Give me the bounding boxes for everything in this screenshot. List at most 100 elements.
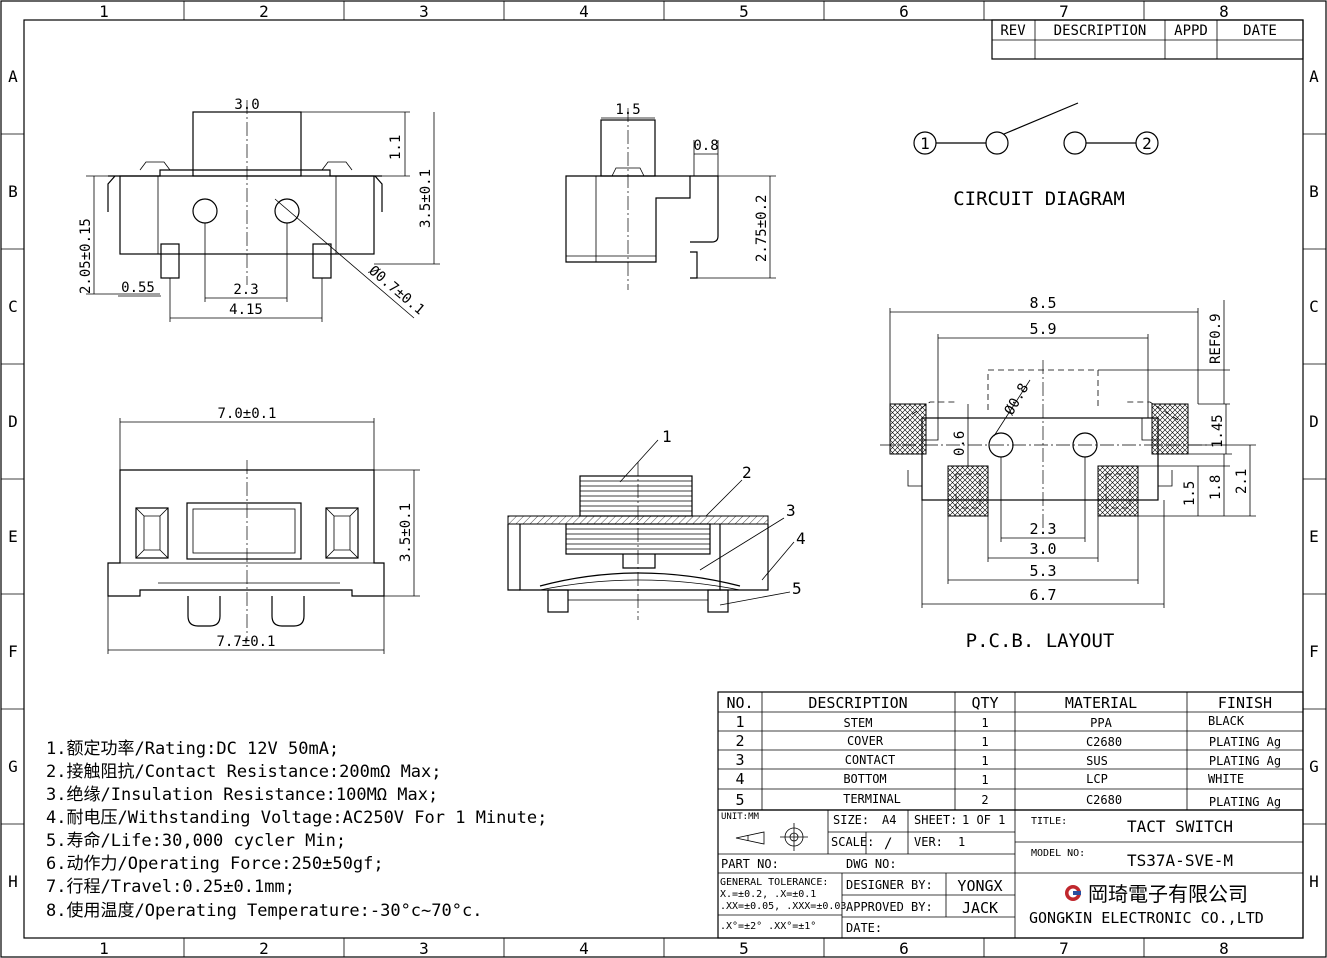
row-label: E [8,527,18,546]
bom-cell: BOTTOM [843,772,886,786]
dim-label: 3.5±0.1 [398,503,414,562]
row-label: H [8,872,18,891]
note-line: 5.寿命/Life:30,000 cycler Min; [46,831,346,851]
rev-header: APPD [1174,23,1208,39]
part-no-label: PART NO: [721,857,779,871]
designer-label: DESIGNER BY: [846,878,933,892]
dim-label: 2.05±0.15 [78,218,94,294]
side-view: 1.5 0.8 2.75±0.2 [565,102,776,290]
pcb-layout: 8.5 5.9 REF0.9 Ø0.8 0.6 1.45 1.5 1.8 2.1… [880,294,1256,652]
size-label: SIZE: [833,813,869,827]
col-label: 6 [899,2,909,21]
callout-label: 2 [742,463,752,482]
col-label: 5 [739,2,749,21]
row-label: A [1309,67,1319,86]
col-label: 7 [1059,939,1069,958]
dim-label: 5.3 [1029,562,1056,580]
col-label: 2 [259,2,269,21]
callout-label: 5 [792,579,802,598]
rev-header: DATE [1243,23,1277,39]
callout-label: 4 [796,529,806,548]
pin-circle [1135,131,1159,155]
sheet-value: 1 OF 1 [962,813,1005,827]
bom-table: NO. DESCRIPTION QTY MATERIAL FINISH 1 ST… [717,691,1304,811]
callout-label: 1 [662,427,672,446]
dim-label: 1.5 [615,102,640,118]
bom-cell: C2680 [1086,735,1122,749]
row-label: C [1309,297,1319,316]
title-value: TACT SWITCH [1127,817,1233,836]
bom-cell: 2 [981,793,988,807]
dim-label: 1.5 [1182,481,1198,506]
rev-header: DESCRIPTION [1054,23,1147,39]
col-label: 7 [1059,2,1069,21]
col-label: 1 [99,939,109,958]
note-line: 3.绝缘/Insulation Resistance:100MΩ Max; [46,785,438,805]
size-value: A4 [882,813,896,827]
sheet-label: SHEET: [914,813,957,827]
model-value: TS37A-SVE-M [1127,851,1233,870]
bom-cell: 5 [735,791,744,809]
bom-cell: TERMINAL [843,792,901,806]
company-logo-icon [1065,885,1081,901]
bom-header: MATERIAL [1065,694,1137,712]
dim-label: 3.0 [1029,540,1056,558]
front-view: 7.0±0.1 3.5±0.1 7.7±0.1 [107,406,420,654]
row-label: H [1309,872,1319,891]
bom-cell: 1 [735,713,744,731]
dim-label: 5.9 [1029,320,1056,338]
bom-cell: PLATING Ag [1209,795,1281,809]
approved-label: APPROVED BY: [846,900,933,914]
col-label: 6 [899,939,909,958]
note-line: 1.额定功率/Rating:DC 12V 50mA; [46,739,339,759]
ver-label: VER: [914,835,943,849]
tolerance-line: X.=±0.2, .X=±0.1 [720,889,816,900]
bom-cell: WHITE [1208,772,1244,786]
bom-cell: PLATING Ag [1209,754,1281,768]
callout-label: 3 [786,501,796,520]
row-label: D [1309,412,1319,431]
pcb-title: P.C.B. LAYOUT [966,630,1115,652]
bom-cell: C2680 [1086,793,1122,807]
note-line: 7.行程/Travel:0.25±0.1mm; [46,877,295,897]
ver-value: 1 [958,835,965,849]
dim-label: 0.6 [952,431,968,456]
designer-value: YONGX [957,877,1002,895]
bom-cell: 2 [735,732,744,750]
spec-notes: 1.额定功率/Rating:DC 12V 50mA; 2.接触阻抗/Contac… [46,739,547,921]
bom-cell: CONTACT [845,753,896,767]
dim-label: 0.55 [121,280,155,296]
dim-label: 1.45 [1210,414,1226,448]
col-label: 4 [579,939,589,958]
row-label: F [8,642,18,661]
col-label: 4 [579,2,589,21]
row-label: D [8,412,18,431]
row-label: G [1309,757,1319,776]
col-label: 3 [419,939,429,958]
dim-label: 4.15 [229,302,263,318]
circuit-diagram: 1 2 CIRCUIT DIAGRAM [913,102,1159,210]
dim-label: 7.7±0.1 [216,634,275,650]
bom-cell: 3 [735,751,744,769]
col-label: 8 [1219,939,1229,958]
row-label: G [8,757,18,776]
col-label: 5 [739,939,749,958]
title-block: UNIT:MM SIZE: A4 SHEET: 1 OF 1 SCALE: / … [717,809,1304,939]
bom-cell: SUS [1086,754,1108,768]
bom-cell: COVER [847,734,884,748]
bom-header: FINISH [1218,694,1272,712]
dim-label: 3.0 [234,97,259,113]
bom-cell: 1 [981,716,988,730]
col-label: 3 [419,2,429,21]
dwg-no-label: DWG NO: [846,857,897,871]
note-line: 4.耐电压/Withstanding Voltage:AC250V For 1 … [46,808,547,828]
row-label: A [8,67,18,86]
dim-label: 1.8 [1208,475,1224,500]
bom-header: NO. [726,694,753,712]
dim-label: 8.5 [1029,294,1056,312]
top-view: 3.0 1.1 3.5±0.1 2.05±0.15 0.55 2.3 4.15 … [78,97,440,322]
pin-label: 1 [920,134,930,153]
dim-label: 6.7 [1029,586,1056,604]
bom-cell: PPA [1090,716,1112,730]
